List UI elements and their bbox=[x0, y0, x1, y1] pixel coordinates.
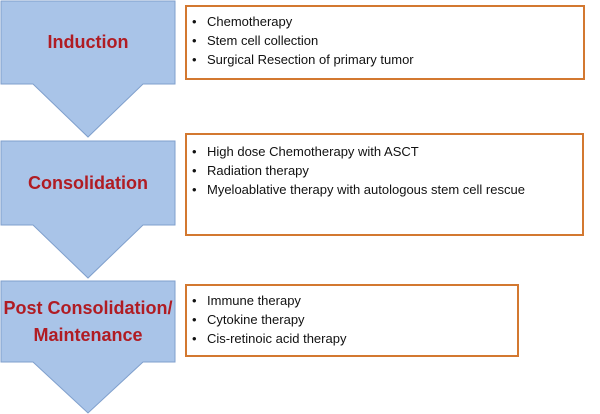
stage-label-induction: Induction bbox=[0, 1, 176, 84]
list-item-text: Radiation therapy bbox=[207, 163, 309, 178]
list-item: • Radiation therapy bbox=[187, 161, 582, 180]
stage-label-post-consolidation: Post Consolidation/ Maintenance bbox=[0, 281, 176, 362]
bullet-icon: • bbox=[192, 144, 197, 159]
stage-label-line: Maintenance bbox=[33, 324, 143, 345]
consolidation-arrow bbox=[0, 140, 176, 279]
bullet-icon: • bbox=[192, 312, 197, 327]
list-item-text: Chemotherapy bbox=[207, 14, 293, 29]
list-item: • Chemotherapy bbox=[187, 12, 583, 31]
bullet-icon: • bbox=[192, 33, 197, 48]
list-item: • Immune therapy bbox=[187, 291, 517, 310]
stage-label-line: Post Consolidation/ bbox=[3, 298, 173, 319]
consolidation-detail-box: • High dose Chemotherapy with ASCT • Radia… bbox=[185, 133, 584, 236]
consolidation-list: • High dose Chemotherapy with ASCT • Radia… bbox=[187, 142, 582, 199]
list-item: • Cytokine therapy bbox=[187, 310, 517, 329]
bullet-icon: • bbox=[192, 52, 197, 67]
list-item-text: Cis-retinoic acid therapy bbox=[207, 331, 347, 346]
list-item-text: Cytokine therapy bbox=[207, 312, 305, 327]
induction-detail-box: • Chemotherapy • Stem cell collection • Sur… bbox=[185, 5, 585, 80]
list-item-text: Immune therapy bbox=[207, 293, 301, 308]
bullet-icon: • bbox=[192, 163, 197, 178]
bullet-icon: • bbox=[192, 331, 197, 346]
list-item-text: Stem cell collection bbox=[207, 33, 319, 48]
stage-label-line: Induction bbox=[47, 32, 129, 53]
list-item: • Myeloablative therapy with autologous s… bbox=[187, 180, 582, 199]
list-item: • High dose Chemotherapy with ASCT bbox=[187, 142, 582, 161]
bullet-icon: • bbox=[192, 14, 197, 29]
post-consolidation-arrow bbox=[0, 280, 176, 414]
list-item-text: High dose Chemotherapy with ASCT bbox=[207, 144, 419, 159]
list-item: • Cis-retinoic acid therapy bbox=[187, 329, 517, 348]
post-consolidation-detail-box: • Immune therapy • Cytokine therapy • Cis-r… bbox=[185, 284, 519, 357]
bullet-icon: • bbox=[192, 182, 197, 197]
list-item-text: Myeloablative therapy with autologous st… bbox=[207, 182, 525, 197]
list-item: • Stem cell collection bbox=[187, 31, 583, 50]
post-consolidation-list: • Immune therapy • Cytokine therapy • Cis-r… bbox=[187, 291, 517, 348]
stage-label-line: Consolidation bbox=[28, 172, 148, 193]
induction-list: • Chemotherapy • Stem cell collection • Sur… bbox=[187, 12, 583, 69]
list-item-text: Surgical Resection of primary tumor bbox=[207, 52, 414, 67]
stage-label-consolidation: Consolidation bbox=[0, 141, 176, 225]
list-item: • Surgical Resection of primary tumor bbox=[187, 50, 583, 69]
induction-arrow bbox=[0, 0, 176, 138]
bullet-icon: • bbox=[192, 293, 197, 308]
